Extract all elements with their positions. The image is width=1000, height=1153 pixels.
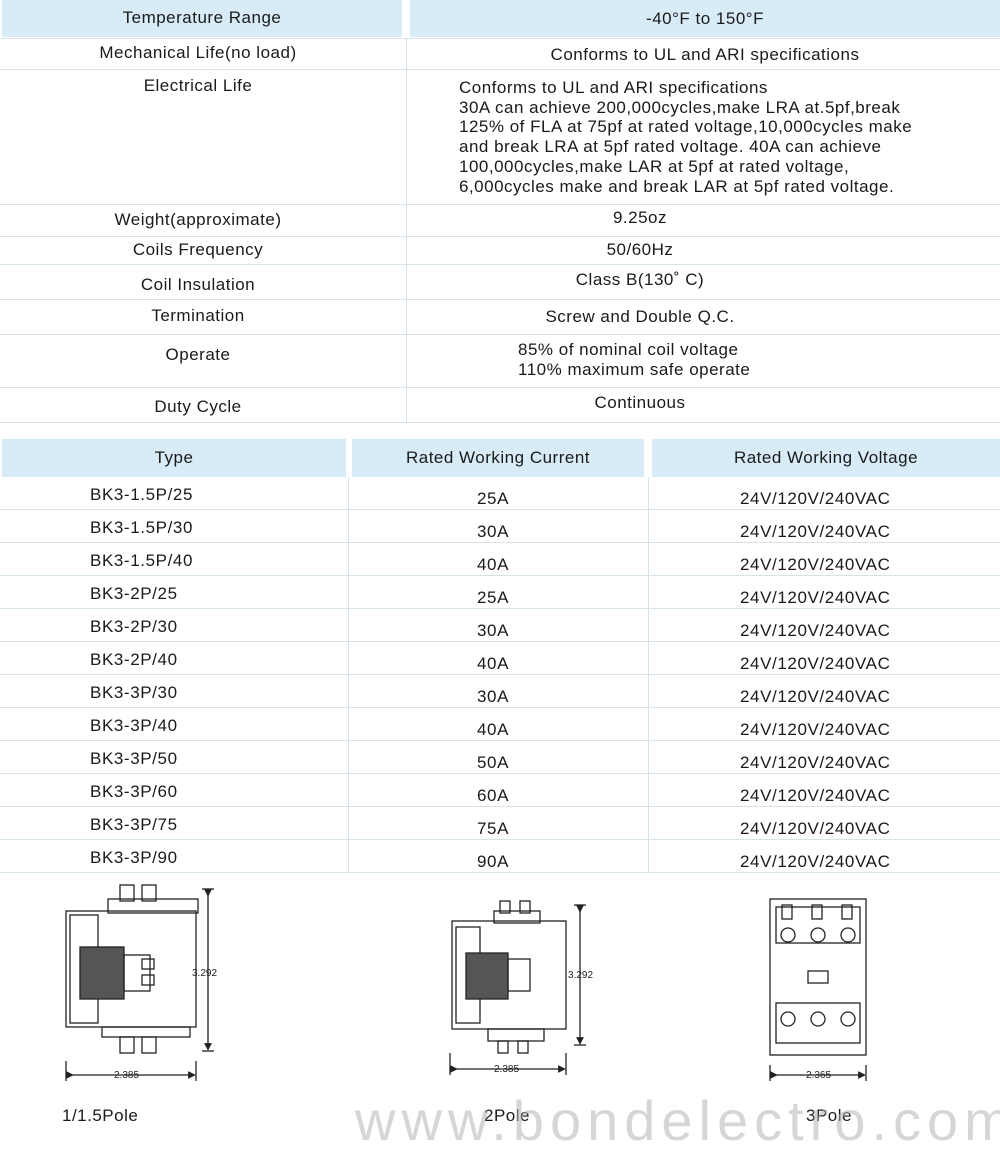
models-header-fill: [652, 439, 1000, 477]
row-divider: [0, 422, 1000, 423]
cell-current: 40A: [477, 720, 510, 739]
cell-voltage: 24V/120V/240VAC: [740, 786, 891, 805]
dim-width-1: 2.385: [114, 1070, 139, 1081]
cell-type: BK3-2P/30: [90, 617, 178, 636]
cell-current: 30A: [477, 621, 510, 640]
cell-current: 50A: [477, 753, 510, 772]
cell-current: 60A: [477, 786, 510, 805]
spec-label: Coils Frequency: [132, 240, 264, 259]
spec-value: 9.25oz: [612, 208, 668, 227]
models-header-fill: [2, 439, 346, 477]
column-header-type: Type: [154, 448, 194, 467]
cell-type: BK3-1.5P/25: [90, 485, 193, 504]
row-divider: [0, 69, 1000, 70]
watermark: www.bondelectro.com: [355, 1089, 1000, 1152]
row-divider: [0, 740, 1000, 741]
cell-voltage: 24V/120V/240VAC: [740, 852, 891, 871]
cell-type: BK3-2P/25: [90, 584, 178, 603]
cell-type: BK3-3P/40: [90, 716, 178, 735]
spec-value: Class B(130˚ C): [575, 270, 705, 289]
models-header-fill: [352, 439, 644, 477]
cell-current: 90A: [477, 852, 510, 871]
row-divider: [0, 299, 1000, 300]
cell-voltage: 24V/120V/240VAC: [740, 588, 891, 607]
row-divider: [0, 575, 1000, 576]
cell-type: BK3-1.5P/30: [90, 518, 193, 537]
spec-header-fill-left: [2, 0, 402, 37]
cell-current: 40A: [477, 555, 510, 574]
row-divider: [0, 387, 1000, 388]
spec-value: 50/60Hz: [606, 240, 674, 259]
cell-current: 25A: [477, 588, 510, 607]
dim-height-2: 3.292: [568, 970, 593, 981]
spec-value-multiline: 85% of nominal coil voltage 110% maximum…: [518, 340, 751, 379]
drawing-2-pole: [449, 900, 586, 1075]
row-divider: [0, 641, 1000, 642]
cell-type: BK3-3P/90: [90, 848, 178, 867]
cell-current: 30A: [477, 522, 510, 541]
dim-width-3: 2.365: [806, 1070, 831, 1081]
row-divider: [0, 264, 1000, 265]
cell-voltage: 24V/120V/240VAC: [740, 654, 891, 673]
spec-value: Conforms to UL and ARI specifications: [550, 45, 860, 64]
spec-column-divider: [406, 37, 407, 422]
spec-label: Duty Cycle: [154, 397, 242, 416]
cell-type: BK3-2P/40: [90, 650, 178, 669]
spec-value: -40°F to 150°F: [646, 9, 764, 28]
cell-voltage: 24V/120V/240VAC: [740, 753, 891, 772]
row-divider: [0, 608, 1000, 609]
row-divider: [0, 509, 1000, 510]
column-header-current: Rated Working Current: [405, 448, 591, 467]
spec-value: Screw and Double Q.C.: [545, 307, 735, 326]
spec-label: Mechanical Life(no load): [99, 43, 297, 62]
dimension-drawings: 3.292 2.385 3.292 2.385 2.365: [65, 884, 867, 1081]
cell-voltage: 24V/120V/240VAC: [740, 687, 891, 706]
cell-voltage: 24V/120V/240VAC: [740, 522, 891, 541]
cell-type: BK3-3P/75: [90, 815, 178, 834]
cell-voltage: 24V/120V/240VAC: [740, 489, 891, 508]
column-header-voltage: Rated Working Voltage: [733, 448, 919, 467]
cell-type: BK3-3P/50: [90, 749, 178, 768]
cell-current: 75A: [477, 819, 510, 838]
row-divider: [0, 707, 1000, 708]
cell-voltage: 24V/120V/240VAC: [740, 621, 891, 640]
spec-label: Operate: [165, 345, 231, 364]
caption-3-pole: 3Pole: [806, 1106, 852, 1125]
spec-value: Continuous: [594, 393, 686, 412]
models-column-divider: [348, 477, 349, 873]
cell-voltage: 24V/120V/240VAC: [740, 555, 891, 574]
cell-current: 30A: [477, 687, 510, 706]
row-divider: [0, 236, 1000, 237]
dim-width-2: 2.385: [494, 1064, 519, 1075]
row-divider: [0, 204, 1000, 205]
spec-label: Weight(approximate): [114, 210, 282, 229]
row-divider: [0, 38, 1000, 39]
row-divider: [0, 872, 1000, 873]
spec-label: Temperature Range: [122, 8, 282, 27]
cell-type: BK3-1.5P/40: [90, 551, 193, 570]
spec-label: Electrical Life: [143, 76, 253, 95]
cell-current: 25A: [477, 489, 510, 508]
cell-voltage: 24V/120V/240VAC: [740, 720, 891, 739]
spec-label: Coil Insulation: [140, 275, 256, 294]
spec-header-fill-right: [410, 0, 1000, 37]
caption-1-pole: 1/1.5Pole: [62, 1106, 139, 1125]
cell-voltage: 24V/120V/240VAC: [740, 819, 891, 838]
drawing-3-pole: [769, 898, 867, 1081]
cell-type: BK3-3P/30: [90, 683, 178, 702]
row-divider: [0, 542, 1000, 543]
drawing-1-pole: [65, 884, 214, 1081]
models-column-divider: [648, 477, 649, 873]
spec-label: Termination: [151, 306, 245, 325]
row-divider: [0, 806, 1000, 807]
spec-value-multiline: Conforms to UL and ARI specifications 30…: [459, 78, 913, 196]
row-divider: [0, 773, 1000, 774]
row-divider: [0, 674, 1000, 675]
row-divider: [0, 334, 1000, 335]
dim-height-1: 3.292: [192, 968, 217, 979]
row-divider: [0, 839, 1000, 840]
cell-type: BK3-3P/60: [90, 782, 178, 801]
cell-current: 40A: [477, 654, 510, 673]
caption-2-pole: 2Pole: [484, 1106, 530, 1125]
